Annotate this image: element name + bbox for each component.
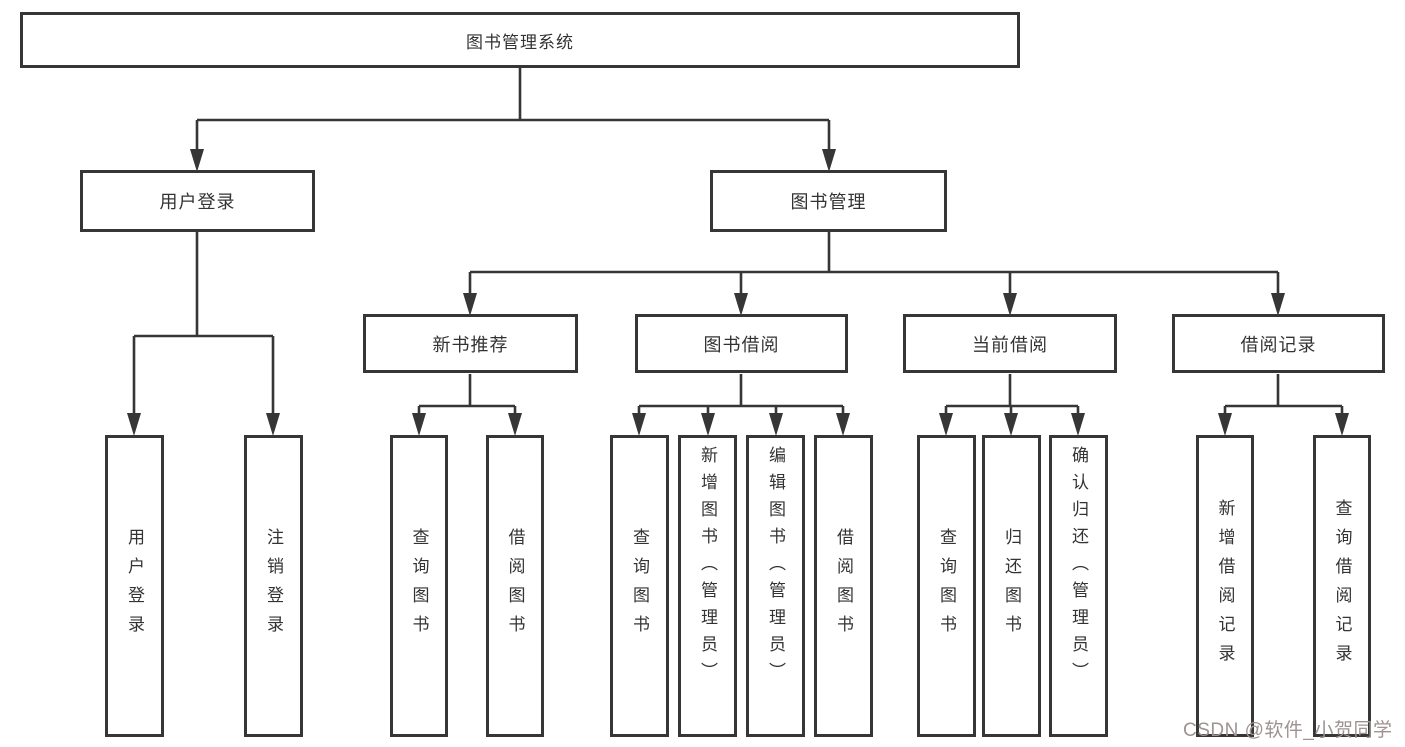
leaf-query-books-3: 查询图书 xyxy=(917,435,976,737)
leaf-add-books-admin: 新增图书（管理员） xyxy=(678,435,737,737)
leaf-label: 注销登录 xyxy=(264,528,283,644)
leaf-label: 新增借阅记录 xyxy=(1215,499,1235,673)
node-new-book-recommend: 新书推荐 xyxy=(363,314,578,373)
node-book-borrowing: 图书借阅 xyxy=(635,314,848,373)
leaf-borrow-books-2: 借阅图书 xyxy=(814,435,873,737)
leaf-label: 归还图书 xyxy=(1002,528,1021,644)
leaf-label: 新增图书（管理员） xyxy=(698,446,717,689)
node-root: 图书管理系统 xyxy=(20,12,1020,68)
leaf-label: 借阅图书 xyxy=(505,528,525,644)
leaf-label: 查询图书 xyxy=(409,528,429,644)
node-current-borrowing: 当前借阅 xyxy=(903,314,1117,373)
node-user-login: 用户登录 xyxy=(80,170,315,232)
node-borrowing-records: 借阅记录 xyxy=(1172,314,1385,373)
leaf-label: 查询图书 xyxy=(630,528,649,644)
leaf-label: 查询借阅记录 xyxy=(1332,499,1352,673)
node-book-management: 图书管理 xyxy=(710,170,947,232)
leaf-label: 用户登录 xyxy=(125,528,144,644)
leaf-add-borrow-record: 新增借阅记录 xyxy=(1196,435,1254,737)
leaf-return-books: 归还图书 xyxy=(982,435,1041,737)
leaf-logout: 注销登录 xyxy=(244,435,303,737)
leaf-borrow-books-1: 借阅图书 xyxy=(486,435,544,737)
leaf-edit-books-admin: 编辑图书（管理员） xyxy=(746,435,805,737)
csdn-watermark: CSDN @软件_小贺同学 xyxy=(1183,720,1393,741)
leaf-query-borrow-record: 查询借阅记录 xyxy=(1313,435,1371,737)
leaf-label: 借阅图书 xyxy=(834,528,853,644)
leaf-query-books-2: 查询图书 xyxy=(610,435,669,737)
leaf-confirm-return-admin: 确认归还（管理员） xyxy=(1049,435,1108,737)
leaf-label: 确认归还（管理员） xyxy=(1069,446,1088,689)
leaf-query-books-1: 查询图书 xyxy=(390,435,448,737)
leaf-label: 编辑图书（管理员） xyxy=(766,446,785,689)
leaf-label: 查询图书 xyxy=(937,528,956,644)
leaf-user-login: 用户登录 xyxy=(105,435,164,737)
